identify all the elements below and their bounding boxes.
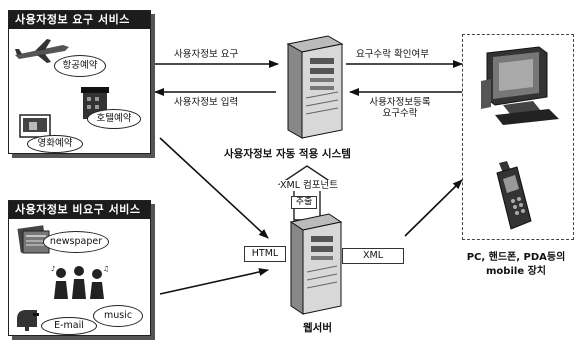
- music-icon: ♪ ♫: [51, 265, 109, 299]
- pc-icon: [481, 46, 559, 125]
- devices-caption-line2: mobile 장치: [486, 266, 546, 277]
- web-server-icon: [289, 213, 343, 315]
- arrow-request-to-webserver: [159, 137, 269, 239]
- request-services-title: 사용자정보 요구 서비스: [9, 11, 150, 29]
- mail-icon: [17, 310, 39, 331]
- service-item-email: E-mail: [41, 317, 97, 335]
- svg-text:♪: ♪: [51, 265, 55, 273]
- arrow-webserver-to-devices: [404, 179, 463, 237]
- register-label-line1: 사용자정보등록: [369, 97, 431, 108]
- request-services-box: 사용자정보 요구 서비스 항공예약 호텔예약 영화예약: [8, 10, 151, 154]
- register-label: 사용자정보등록 요구수락: [360, 97, 440, 119]
- extract-label: 추출: [291, 196, 317, 209]
- xml-component-label: XML 컴포넌트: [280, 180, 338, 191]
- service-item-music: music: [93, 305, 143, 327]
- devices-caption: PC, 핸드폰, PDA등의 mobile 장치: [454, 251, 578, 279]
- auto-system-server-icon: [286, 35, 344, 139]
- mobile-phone-icon: [496, 161, 532, 230]
- non-request-services-box: 사용자정보 비요구 서비스 newspaper ♪ ♫ music E-mail: [8, 200, 151, 336]
- service-item-movie: 영화예약: [27, 135, 83, 153]
- info-input-label: 사용자정보 입력: [174, 97, 239, 108]
- svg-text:♫: ♫: [103, 265, 109, 273]
- movie-icon: [19, 114, 51, 138]
- register-label-line2: 요구수락: [382, 108, 418, 119]
- service-item-newspaper: newspaper: [43, 231, 109, 253]
- newspaper-icon: [17, 225, 50, 254]
- devices-box: [462, 34, 574, 240]
- confirm-label: 요구수락 확인여부: [356, 49, 429, 60]
- non-request-services-title: 사용자정보 비요구 서비스: [9, 201, 150, 219]
- service-item-hotel: 호텔예약: [87, 109, 141, 129]
- xml-tag: XML: [342, 248, 404, 264]
- arrow-nonrequest-to-webserver: [159, 268, 269, 295]
- auto-system-title: 사용자정보 자동 적용 시스템: [224, 148, 351, 160]
- info-request-label: 사용자정보 요구: [174, 49, 239, 60]
- web-server-title: 웹서버: [303, 322, 332, 334]
- service-item-flight: 항공예약: [54, 55, 106, 77]
- devices-caption-line1: PC, 핸드폰, PDA등의: [466, 252, 566, 263]
- airplane-icon: [15, 39, 69, 63]
- html-tag: HTML: [244, 246, 286, 262]
